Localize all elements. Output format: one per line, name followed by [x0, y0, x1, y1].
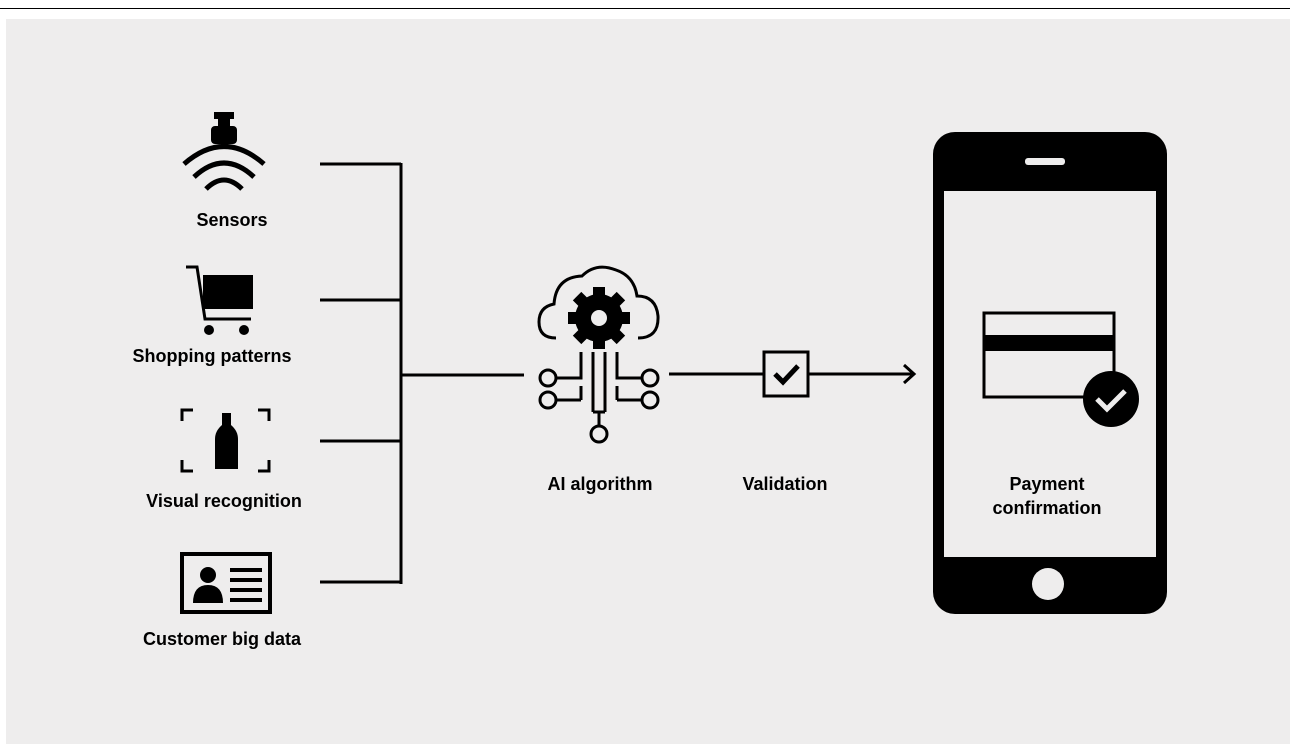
customer-id-card-icon	[180, 552, 272, 614]
top-divider	[0, 8, 1290, 9]
credit-card-check-icon	[982, 311, 1139, 427]
output-arrow	[669, 363, 917, 385]
shopping-cart-icon	[186, 265, 253, 335]
payment-confirmation-label-line2: confirmation	[992, 498, 1102, 518]
checkbox-icon	[762, 350, 810, 398]
diagram-canvas: Sensors Shopping patterns Visual recogni…	[6, 19, 1290, 744]
input-bracket-connector	[320, 162, 524, 584]
validation-label: Validation	[742, 474, 828, 494]
sensors-label: Sensors	[196, 210, 268, 230]
visual-recognition-icon	[180, 408, 271, 473]
customer-big-data-label: Customer big data	[142, 629, 302, 649]
ai-cloud-gear-icon	[537, 265, 660, 444]
payment-confirmation-label-line1: Payment	[1009, 474, 1085, 494]
sensor-icon	[182, 112, 266, 191]
ai-algorithm-label: AI algorithm	[547, 474, 653, 494]
smartphone-icon	[933, 132, 1167, 614]
visual-recognition-label: Visual recognition	[146, 491, 302, 511]
shopping-patterns-label: Shopping patterns	[132, 346, 292, 366]
